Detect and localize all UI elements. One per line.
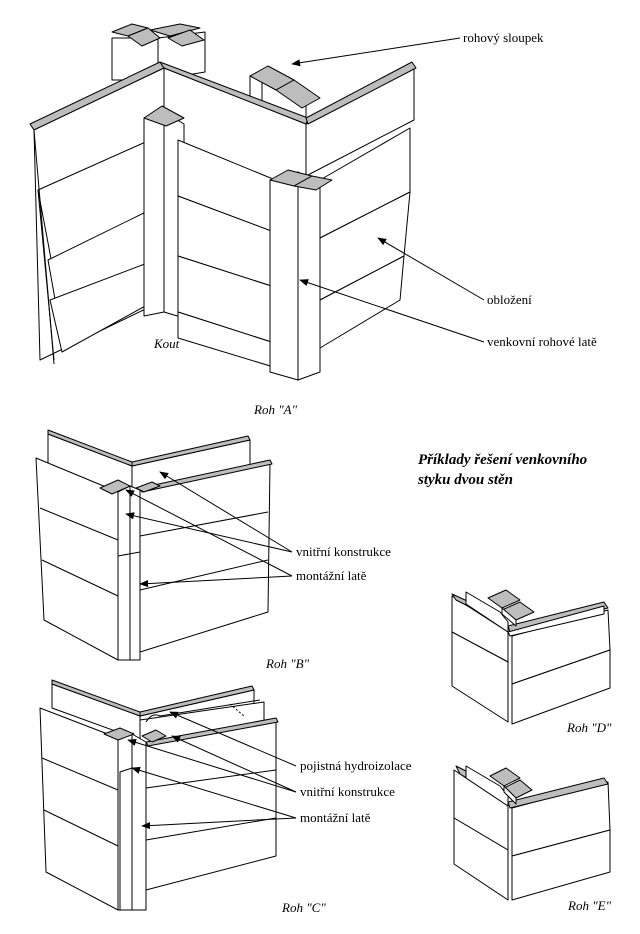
caption-roh-b: Roh "B" [265,656,310,671]
label-pojistna-hydroizolace: pojistná hydroizolace [300,758,412,773]
label-c-vnitrni-konstrukce: vnitřní konstrukce [300,784,395,799]
roh-a-drawing [29,23,417,381]
label-b-vnitrni-konstrukce: vnitřní konstrukce [296,544,391,559]
label-b-montazni-late: montážní latě [296,568,367,583]
caption-roh-c: Roh "C" [281,900,326,915]
caption-kout: Kout [153,336,180,351]
figure-title-line2: styku dvou stěn [417,472,513,488]
label-rohovy-sloupek: rohový sloupek [463,30,544,45]
caption-roh-e: Roh "E" [567,898,612,913]
label-venkovni-rohove-late: venkovní rohové latě [487,334,597,349]
figure-title-line1: Příklady řešení venkovního [418,452,587,468]
roh-b-drawing [35,429,273,661]
outer-corner-battens [269,169,333,381]
label-oblozeni: obložení [487,292,532,307]
roh-e-drawing [453,765,611,901]
label-c-montazni-late: montážní latě [300,810,371,825]
caption-roh-d: Roh "D" [566,720,612,735]
caption-roh-a: Roh "A" [253,402,298,417]
roh-c-drawing [39,679,279,911]
roh-d-drawing [451,589,611,725]
